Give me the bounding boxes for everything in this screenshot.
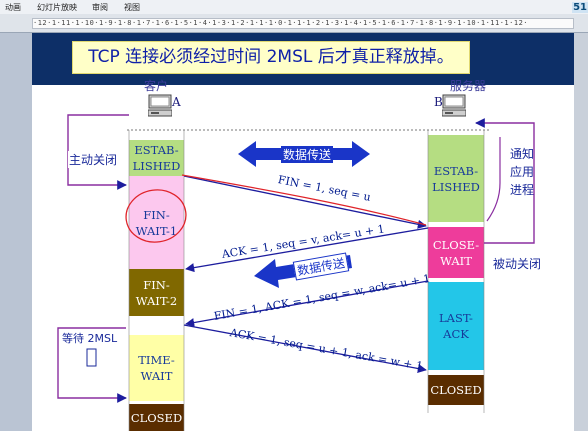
corner-badge: 51: [572, 2, 588, 13]
menu-item-animation[interactable]: 动画: [5, 3, 21, 12]
client-letter: A: [172, 95, 181, 109]
menu-item-review[interactable]: 审阅: [92, 3, 108, 12]
horizontal-ruler[interactable]: ·12·1·11·1·10·1·9·1·8·1·7·1·6·1·5·1·4·1·…: [0, 14, 588, 33]
client-state-fin-wait-1[interactable]: FIN- WAIT-1: [129, 176, 184, 269]
menu-bar: 动画 幻灯片放映 审阅 视图: [0, 0, 588, 14]
menu-item-slideshow[interactable]: 幻灯片放映: [37, 3, 77, 12]
menu-item-view[interactable]: 视图: [124, 3, 140, 12]
client-state-fin-wait-2[interactable]: FIN- WAIT-2: [129, 269, 184, 316]
client-state-closed[interactable]: CLOSED: [129, 404, 184, 431]
server-state-closed[interactable]: CLOSED: [428, 375, 484, 405]
notify-app-label: 通知 应用 进程: [510, 147, 535, 197]
slide-title[interactable]: TCP 连接必须经过时间 2MSL 后才真正释放掉。: [72, 41, 470, 74]
active-close-label: 主动关闭: [68, 151, 119, 168]
server-state-last-ack[interactable]: LAST- ACK: [428, 282, 484, 370]
diagram-arrows: [57, 114, 535, 431]
client-label: 客户: [144, 79, 169, 93]
server-computer-icon: [441, 94, 467, 122]
passive-close-label: 被动关闭: [492, 255, 543, 272]
vertical-scrollbar[interactable]: [574, 33, 588, 431]
data-transfer-label-1: 数据传送: [281, 146, 334, 163]
slide-banner: TCP 连接必须经过时间 2MSL 后才真正释放掉。: [32, 33, 574, 85]
client-state-established[interactable]: ESTAB- LISHED: [129, 140, 184, 176]
server-state-close-wait[interactable]: CLOSE- WAIT: [428, 227, 484, 278]
ruler-scale: ·12·1·11·1·10·1·9·1·8·1·7·1·6·1·5·1·4·1·…: [32, 18, 574, 29]
left-panel: [0, 33, 32, 431]
wait-2msl-label: 等待 2MSL: [62, 330, 118, 346]
client-state-time-wait[interactable]: TIME- WAIT: [129, 335, 184, 401]
server-label: 服务器: [450, 79, 487, 93]
client-computer-icon: [147, 94, 173, 122]
server-letter: B: [434, 95, 443, 109]
slide-canvas[interactable]: TCP 连接必须经过时间 2MSL 后才真正释放掉。 客户 A 服务器 B ES…: [32, 33, 574, 431]
server-state-established[interactable]: ESTAB- LISHED: [428, 135, 484, 222]
